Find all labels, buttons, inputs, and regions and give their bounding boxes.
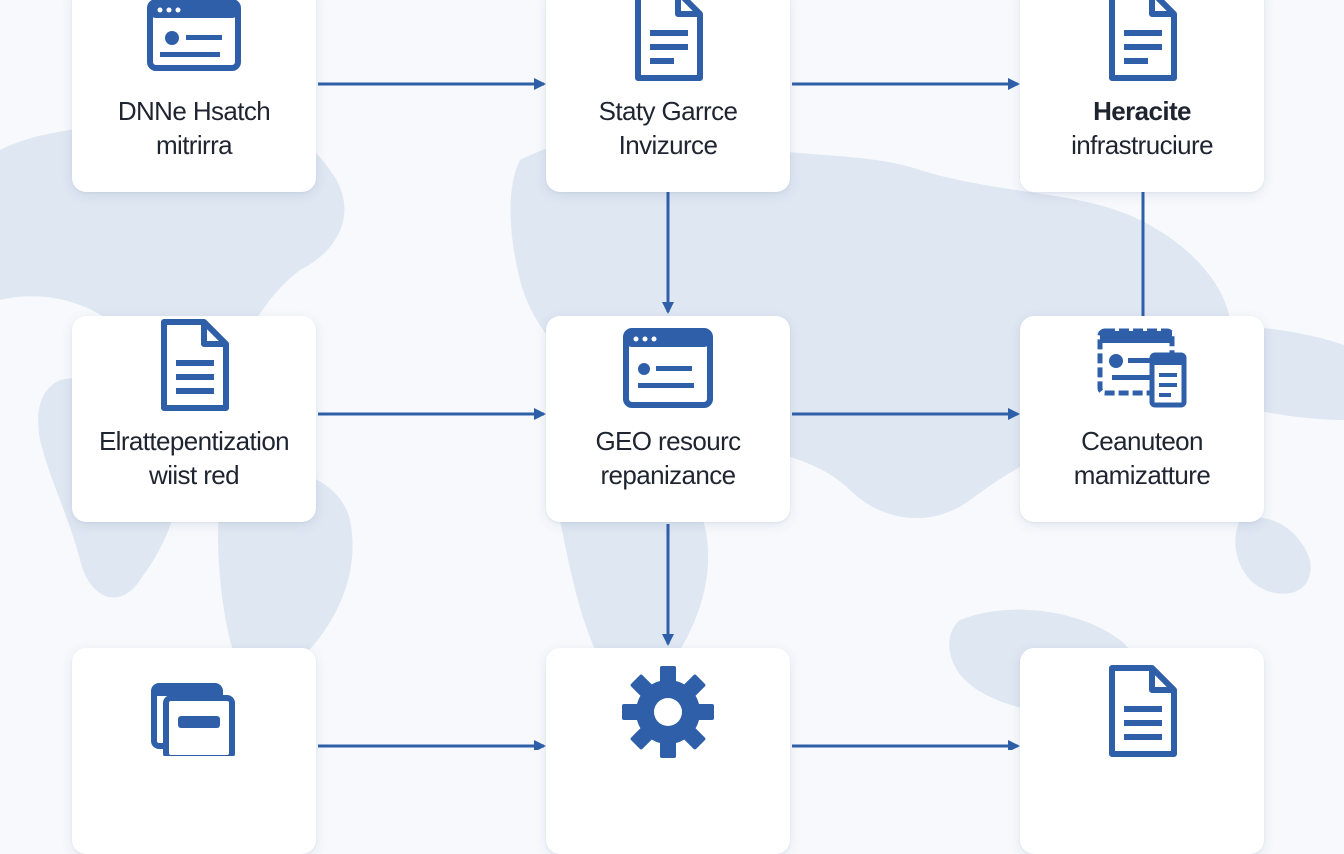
node-label: GEO resourc repanizance: [595, 426, 741, 490]
document-icon: [1092, 662, 1192, 762]
node-card: Staty Garrce Invizurce: [546, 0, 790, 192]
node-label: Ceanuteon mamizatture: [1073, 426, 1211, 490]
node-label: Staty Garrce Invizurce: [598, 96, 738, 160]
node-card: Elrattepentization wiist red: [72, 316, 316, 522]
node-card: [1020, 648, 1264, 854]
gear-icon: [618, 662, 718, 762]
dashboard-document-icon: [1092, 316, 1192, 416]
node-card: DNNe Hsatch mitrirra: [72, 0, 316, 192]
node-card: GEO resourc repanizance: [546, 316, 790, 522]
document-icon: [618, 0, 718, 86]
document-icon: [144, 316, 244, 416]
document-icon: [1092, 0, 1192, 86]
node-card: [546, 648, 790, 854]
node-label: Elrattepentization wiist red: [98, 426, 290, 490]
node-card: [72, 648, 316, 854]
stacked-cards-icon: [144, 662, 244, 762]
connector-arrows: [318, 78, 1145, 750]
node-card: Heracite infrastruciure: [1020, 0, 1264, 192]
browser-window-icon: [144, 0, 244, 86]
node-label: Heracite infrastruciure: [1071, 96, 1213, 160]
browser-window-icon: [618, 316, 718, 416]
node-label: DNNe Hsatch mitrirra: [117, 96, 271, 160]
node-card: Ceanuteon mamizatture: [1020, 316, 1264, 522]
